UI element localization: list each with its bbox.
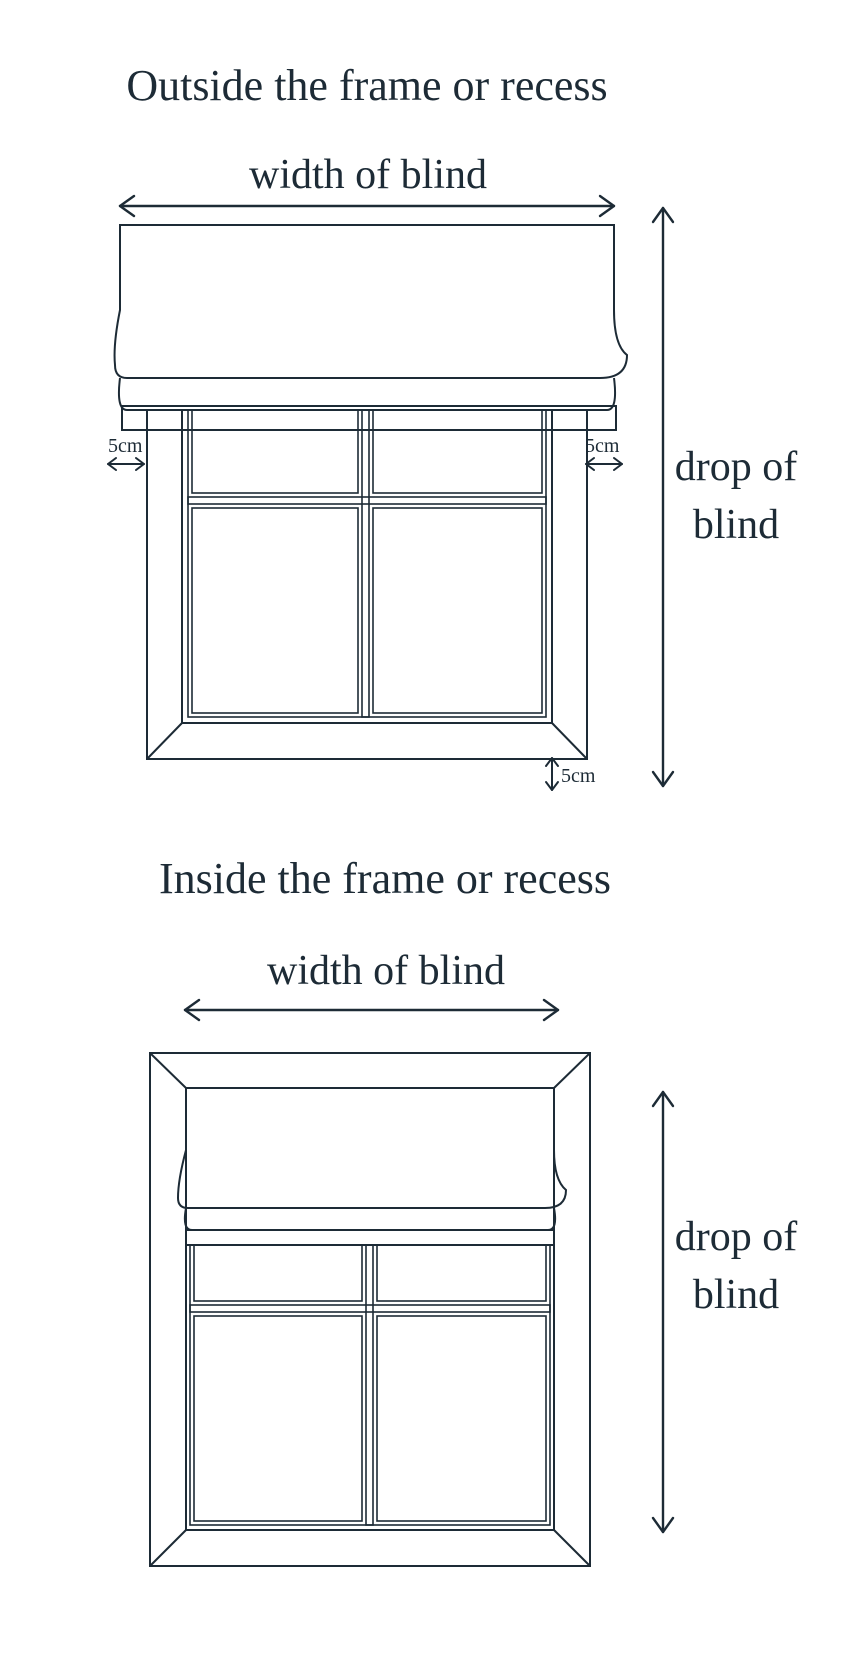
outside-heading: Outside the frame or recess bbox=[126, 61, 607, 110]
inside-window bbox=[149, 1052, 591, 1567]
inside-blind bbox=[176, 1087, 568, 1246]
outside-section: Outside the frame or recess width of bli… bbox=[107, 61, 797, 791]
inside-width-arrow bbox=[183, 998, 560, 1022]
outside-width-label: width of blind bbox=[249, 152, 487, 198]
outside-bottom-gap: 5cm bbox=[545, 757, 596, 791]
outside-blind bbox=[113, 224, 629, 431]
outside-width-arrow bbox=[118, 194, 616, 218]
outside-right-gap: 5cm bbox=[585, 435, 623, 471]
outside-right-gap-label: 5cm bbox=[585, 435, 620, 457]
outside-window bbox=[146, 409, 588, 760]
inside-drop-label-line2: blind bbox=[693, 1272, 779, 1318]
outside-drop-label-line1: drop of bbox=[675, 444, 797, 490]
inside-drop-label-line1: drop of bbox=[675, 1214, 797, 1260]
outside-left-gap-label: 5cm bbox=[108, 435, 143, 457]
inside-heading: Inside the frame or recess bbox=[159, 854, 611, 903]
inside-section: Inside the frame or recess width of blin… bbox=[149, 854, 797, 1567]
inside-drop-arrow bbox=[651, 1090, 675, 1534]
inside-width-label: width of blind bbox=[267, 948, 505, 994]
outside-drop-arrow bbox=[651, 206, 675, 788]
outside-drop-label-line2: blind bbox=[693, 502, 779, 548]
outside-left-gap: 5cm bbox=[107, 435, 145, 471]
outside-bottom-gap-label: 5cm bbox=[561, 765, 596, 787]
